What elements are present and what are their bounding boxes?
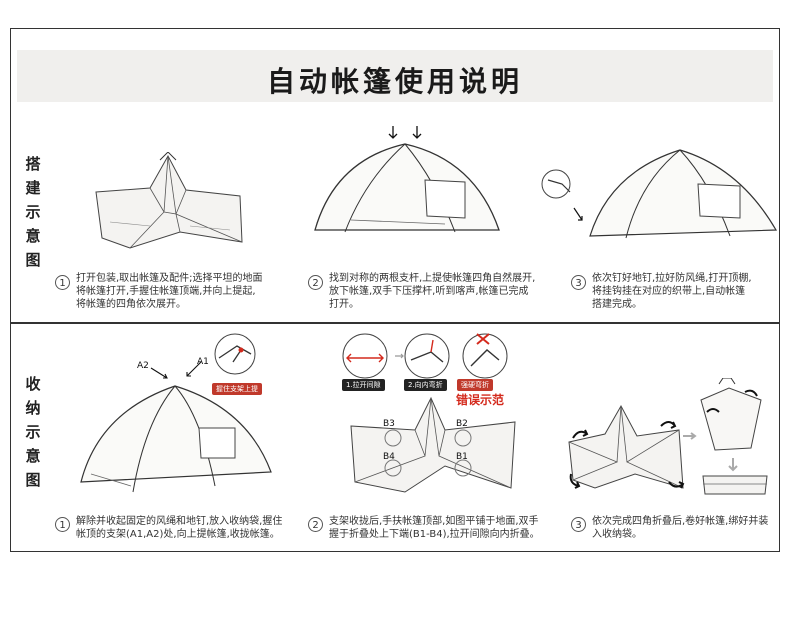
fold-label-char: 意: [25, 447, 41, 465]
wrong-demo-label: 错误示范: [456, 393, 505, 407]
step-line: 将挂钩挂在对应的织带上,自动帐篷: [592, 286, 746, 297]
setup-step1-text: 打开包装,取出帐篷及配件;选择平坦的地面 将帐篷打开,手握住帐篷顶端,并向上提起…: [76, 272, 263, 311]
title-bar: 自动帐篷使用说明: [17, 50, 773, 102]
setup-label-char: 图: [25, 251, 41, 269]
rotate-arrow-icon: [668, 481, 685, 489]
fold-label-char: 纳: [25, 399, 41, 417]
rotate-arrow-icon: [744, 389, 758, 397]
setup-label-char: 示: [25, 203, 41, 221]
step-line: 支架收拢后,手扶帐篷顶部,如图平铺于地面,双手: [329, 516, 539, 527]
setup-step3-text: 依次钉好地钉,拉好防风绳,打开顶棚, 将挂钩挂在对应的织带上,自动帐篷 搭建完成…: [592, 272, 752, 311]
fold-step3-illustration: [568, 378, 768, 495]
arrow-icon: [683, 432, 697, 440]
label-b2: B2: [456, 419, 468, 429]
fold-step1-illustration: [80, 333, 272, 493]
down-arrow-icon: [412, 126, 422, 139]
instruction-frame: [10, 28, 780, 552]
step-line: 搭建完成。: [592, 299, 642, 310]
step-number: 2: [308, 275, 323, 290]
force-bend-tag: 强硬弯折: [457, 379, 493, 391]
step-number: 3: [571, 517, 586, 532]
step-line: 握于折叠处上下端(B1-B4),拉开间隙向内折叠。: [329, 529, 540, 540]
label-b1: B1: [456, 452, 468, 462]
arrow-icon: [150, 367, 168, 379]
label-b4: B4: [383, 452, 395, 462]
pull-gap-tag: 1.拉开间隙: [342, 379, 385, 391]
fold-step2-text: 支架收拢后,手扶帐篷顶部,如图平铺于地面,双手 握于折叠处上下端(B1-B4),…: [329, 515, 540, 541]
step-line: 打开包装,取出帐篷及配件;选择平坦的地面: [76, 273, 263, 284]
label-b3: B3: [383, 419, 395, 429]
fold-label-char: 图: [25, 471, 41, 489]
setup-step1-illustration: [95, 152, 243, 249]
fold-step2-illustration: [350, 396, 516, 493]
storage-bag-icon: [702, 475, 768, 495]
fold-section-label: 收 纳 示 意 图: [18, 372, 48, 492]
setup-label-char: 搭: [25, 155, 41, 173]
step-line: 解除并收起固定的风绳和地钉,放入收纳袋,握住: [76, 516, 283, 527]
fold-label-char: 示: [25, 423, 41, 441]
step-line: 找到对称的两根支杆,上提使帐篷四角自然展开,: [329, 273, 536, 284]
step-number: 1: [55, 275, 70, 290]
arrow-icon: [186, 361, 202, 377]
hold-bracket-tag: 握住支架上提: [212, 383, 262, 395]
step-line: 依次完成四角折叠后,卷好帐篷,绑好并装: [592, 516, 769, 527]
pull-gap-detail-icon: [342, 333, 388, 379]
fold-in-tag: 2.向内弯折: [404, 379, 447, 391]
cross-icon: [476, 333, 490, 345]
step-line: 帐顶的支架(A1,A2)处,向上提帐篷,收拢帐篷。: [76, 529, 280, 540]
setup-step3-illustration: [541, 149, 778, 239]
bracket-detail-icon: [214, 333, 256, 375]
arrow-icon: [395, 353, 404, 359]
step-line: 打开。: [329, 299, 359, 310]
arrow-icon: [728, 458, 738, 472]
setup-section-label: 搭 建 示 意 图: [18, 152, 48, 272]
label-a1: A1: [197, 357, 209, 367]
step-line: 依次钉好地钉,拉好防风绳,打开顶棚,: [592, 273, 752, 284]
wrong-bend-detail-icon: [462, 333, 508, 379]
rotate-arrow-icon: [572, 429, 589, 439]
step-line: 将帐篷的四角依次展开。: [76, 299, 186, 310]
rotate-arrow-icon: [706, 408, 720, 413]
step-number: 3: [571, 275, 586, 290]
step-number: 1: [55, 517, 70, 532]
fold-label-char: 收: [25, 375, 41, 393]
step-line: 放下帐篷,双手下压撑杆,听到喀声,帐篷已完成: [329, 286, 529, 297]
fold-step1-text: 解除并收起固定的风绳和地钉,放入收纳袋,握住 帐顶的支架(A1,A2)处,向上提…: [76, 515, 282, 541]
fold-detail-illustrations: [342, 333, 508, 379]
fold-in-detail-icon: [404, 333, 450, 379]
rotate-arrow-icon: [660, 421, 677, 429]
setup-label-char: 意: [25, 227, 41, 245]
setup-label-char: 建: [25, 179, 41, 197]
down-arrow-icon: [388, 126, 398, 139]
section-divider: [10, 322, 780, 324]
hand-detail-icon: [541, 169, 571, 199]
setup-step2-text: 找到对称的两根支杆,上提使帐篷四角自然展开, 放下帐篷,双手下压撑杆,听到喀声,…: [329, 272, 535, 311]
label-a2: A2: [137, 361, 149, 371]
rotate-arrow-icon: [569, 473, 581, 489]
step-number: 2: [308, 517, 323, 532]
setup-step2-illustration: [314, 126, 500, 233]
step-line: 将帐篷打开,手握住帐篷顶端,并向上提起,: [76, 286, 256, 297]
step-line: 入收纳袋。: [592, 529, 642, 540]
fold-step3-text: 依次完成四角折叠后,卷好帐篷,绑好并装 入收纳袋。: [592, 515, 768, 541]
page-title: 自动帐篷使用说明: [266, 65, 523, 98]
